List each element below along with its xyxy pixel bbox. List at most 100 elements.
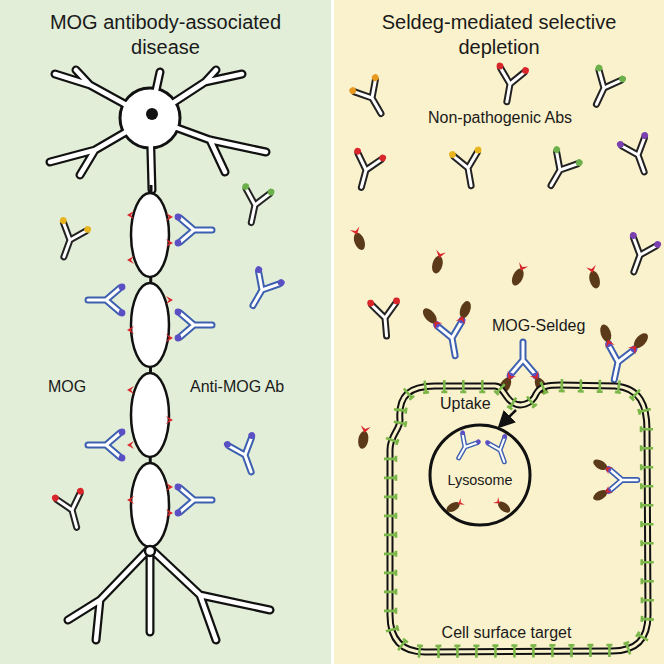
receptor — [623, 642, 630, 654]
antigen-label-wrap: MOG — [48, 377, 86, 397]
receptor — [597, 380, 603, 392]
anti-mog-antibodies — [175, 214, 212, 247]
left-panel-ground — [0, 0, 331, 664]
receptor — [530, 645, 536, 657]
mog-seldegs — [350, 227, 602, 450]
lysosome-contents — [485, 433, 516, 465]
receptor — [384, 608, 396, 614]
mog-antigens — [166, 509, 173, 517]
receptor — [641, 521, 653, 527]
receptor — [494, 384, 504, 395]
receptor — [386, 625, 398, 631]
receptor — [394, 421, 406, 427]
mog-seldegs — [509, 262, 528, 287]
neuron — [146, 108, 158, 120]
mog-antigens — [127, 211, 173, 517]
receptor — [417, 645, 423, 657]
process-label: Uptake — [440, 394, 491, 414]
receptor — [578, 379, 584, 391]
receptor — [454, 646, 460, 658]
neuron — [131, 373, 169, 457]
lysosome-contents — [449, 429, 482, 463]
mog-antigens — [166, 416, 173, 424]
neuron — [50, 70, 270, 640]
anti-mog-antibodies — [175, 484, 212, 517]
mog-antigens — [127, 256, 134, 264]
receptor — [642, 559, 654, 565]
anti-mog-antibodies — [88, 284, 125, 317]
neuron — [122, 90, 178, 146]
receptor — [641, 502, 653, 508]
right-panel-ground — [334, 0, 664, 664]
receptor — [549, 645, 555, 657]
receptor — [615, 381, 621, 393]
receptor — [460, 380, 466, 392]
neuron — [131, 283, 169, 367]
antibody-seldeg-complexes — [591, 457, 637, 503]
receptor — [642, 540, 654, 546]
receptor — [641, 483, 653, 489]
neuron — [50, 70, 270, 640]
non-pathogenic-antibodies-right — [348, 73, 395, 122]
target-cell: Cell surface targetLysosome — [385, 378, 650, 655]
panel-title: MOG antibody-associated disease — [31, 10, 301, 60]
mog-antigens — [127, 326, 134, 334]
process-label-wrap: Uptake — [440, 394, 491, 414]
receptor — [641, 426, 653, 432]
mog-antigens — [166, 334, 173, 342]
left-panel: MOG antibody-associated disease — [0, 0, 331, 664]
receptor — [384, 551, 396, 557]
anti-mog-antibodies — [175, 309, 212, 342]
non-pathogenic-antibodies-left — [235, 183, 275, 226]
non-pathogenic-antibodies-right — [618, 231, 662, 277]
mog-antigens — [127, 211, 134, 219]
anti-mog-antibodies — [88, 214, 286, 517]
neuron — [50, 70, 270, 640]
mog-seldegs — [350, 227, 367, 252]
non-pathogenic-antibodies-right — [346, 62, 663, 337]
non-pathogenic-antibodies-right — [367, 297, 403, 337]
receptor — [384, 570, 396, 576]
neuron — [145, 546, 155, 556]
cell-membrane — [390, 385, 648, 652]
surface-receptors — [384, 379, 654, 658]
mog-seldegs — [430, 250, 446, 275]
mog-antigens — [166, 239, 173, 247]
seldeg-label-wrap: MOG-Seldeg — [492, 316, 585, 336]
uptake-arrow — [500, 410, 516, 426]
panel-title: Seldeg-mediated selective depletion — [364, 10, 634, 60]
receptor — [394, 408, 406, 414]
cell-membrane — [390, 385, 648, 652]
mog-antigens — [166, 296, 173, 304]
neuron — [120, 88, 180, 148]
antibody-label-wrap: Anti-MOG Ab — [190, 377, 284, 397]
antibody-seldeg-complexes — [419, 298, 481, 360]
mog-antigens — [127, 386, 134, 394]
seldeg-label: MOG-Seldeg — [492, 316, 585, 336]
lysosome-label: Lysosome — [428, 471, 532, 489]
receptor — [435, 646, 441, 658]
non-pathogenic-antibodies-left — [48, 216, 92, 262]
receptor — [642, 616, 654, 622]
mog-seldegs — [357, 425, 371, 449]
anti-mog-antibodies — [223, 431, 267, 477]
receptor — [511, 646, 517, 658]
receptor — [587, 645, 593, 657]
receptor — [441, 380, 447, 392]
receptor — [384, 456, 396, 462]
receptor — [386, 438, 398, 445]
receptor — [641, 445, 653, 451]
non-pathogenic-antibodies-right — [346, 147, 387, 192]
non-pathogenic-antibodies-right — [537, 145, 584, 194]
receptor — [384, 494, 396, 500]
mog-seldegs — [586, 265, 602, 290]
receptor — [384, 589, 396, 595]
mog-antigens — [166, 213, 173, 221]
receptor — [641, 464, 653, 470]
receptor — [527, 396, 537, 407]
receptor — [638, 409, 650, 415]
non-pathogenic-antibodies-left — [51, 487, 92, 532]
receptor — [398, 639, 408, 650]
receptor — [492, 646, 498, 658]
receptor — [479, 380, 485, 392]
